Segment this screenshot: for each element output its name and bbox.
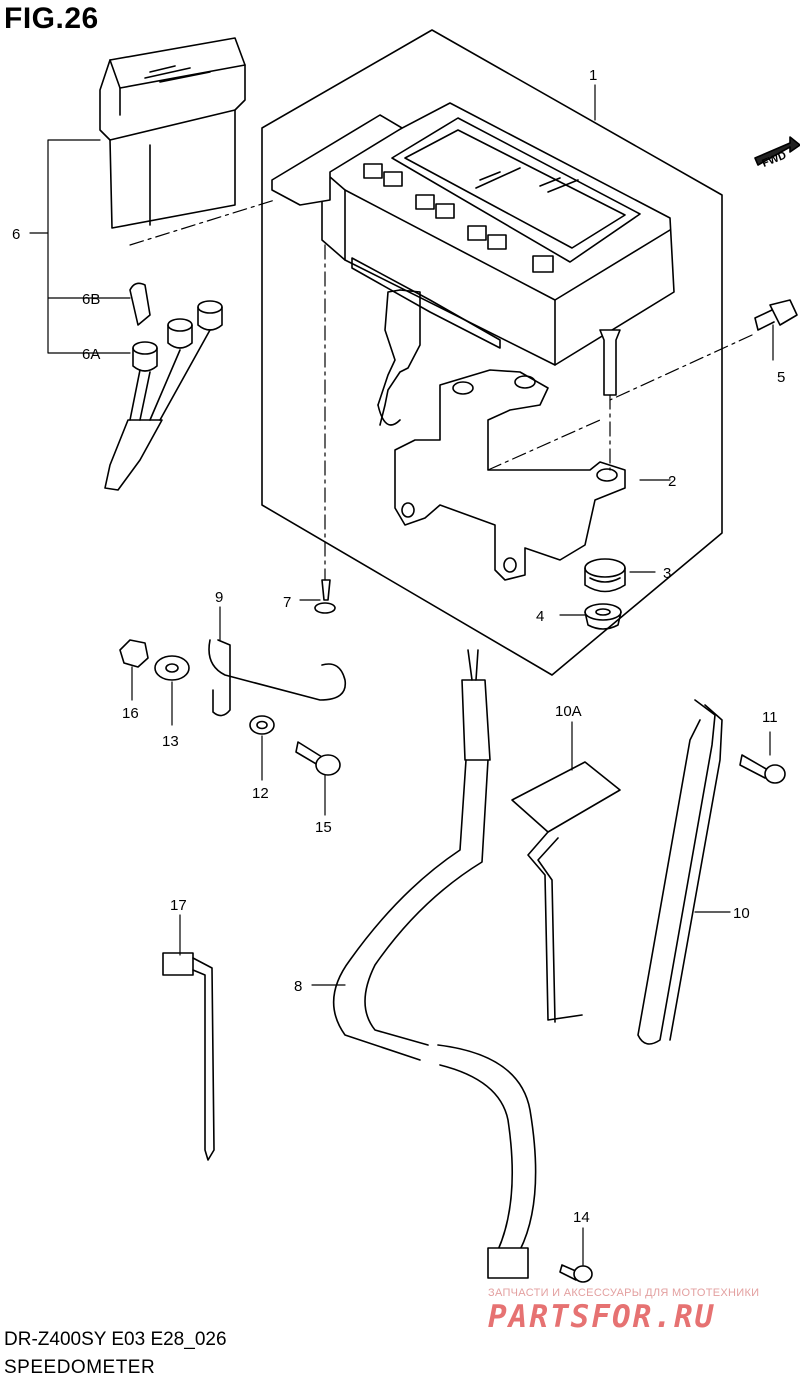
part-label-12: 12: [252, 785, 269, 802]
washer-small: [250, 716, 274, 734]
part-label-6b: 6B: [82, 291, 100, 308]
grommet: [585, 559, 625, 592]
part-label-11: 11: [762, 709, 778, 726]
indicator-lens-housing: [100, 38, 245, 228]
flange-nut: [585, 604, 621, 629]
bracket: [395, 370, 625, 580]
watermark-brand: PARTSFOR.RU: [488, 1299, 716, 1335]
part-label-14: 14: [573, 1209, 590, 1226]
part-label-16: 16: [122, 705, 139, 722]
bulb-socket: [105, 283, 222, 490]
part-label-10: 10: [733, 905, 750, 922]
forward-direction-icon: [755, 137, 800, 165]
part-label-6: 6: [12, 226, 20, 243]
part-label-5: 5: [777, 369, 785, 386]
wire-bracket-10a: [512, 762, 620, 1022]
part-label-8: 8: [294, 978, 302, 995]
part-label-4: 4: [536, 608, 544, 625]
part-label-2: 2: [668, 473, 676, 490]
hex-nut: [120, 640, 148, 667]
part-labels: 1 2 3 4 5 6 6B 6A 7 8 9 10 10A 11 12 13 …: [12, 67, 785, 1226]
part-label-13: 13: [162, 733, 179, 750]
part-label-7: 7: [283, 594, 291, 611]
cable-screw: [560, 1265, 592, 1282]
bolt: [755, 300, 797, 330]
part-label-15: 15: [315, 819, 332, 836]
screw: [315, 580, 335, 613]
model-code: DR-Z400SY E03 E28_026: [4, 1329, 227, 1350]
flange-bolt: [740, 755, 785, 783]
diagram-caption: SPEEDOMETER: [4, 1357, 156, 1378]
part-label-1: 1: [589, 67, 597, 84]
speedometer-cable: [334, 650, 536, 1278]
fwd-label: FWD: [760, 149, 788, 170]
part-label-6a: 6A: [82, 346, 100, 363]
part-label-10a: 10A: [555, 703, 582, 720]
cable-tie: [163, 953, 214, 1160]
figure-title: FIG.26: [4, 2, 99, 35]
wire-bracket-10: [638, 700, 722, 1044]
washer-large: [155, 656, 189, 680]
hook-clip: [209, 640, 345, 716]
watermark-subtitle: ЗАПЧАСТИ И АКСЕССУАРЫ ДЛЯ МОТОТЕХНИКИ: [488, 1287, 760, 1299]
meter-cluster: [272, 103, 674, 425]
phillips-screw: [296, 742, 340, 775]
part-label-17: 17: [170, 897, 187, 914]
assembly-outline: [262, 30, 722, 675]
part-label-9: 9: [215, 589, 223, 606]
leader-lines: [30, 85, 773, 1265]
part-label-3: 3: [663, 565, 671, 582]
